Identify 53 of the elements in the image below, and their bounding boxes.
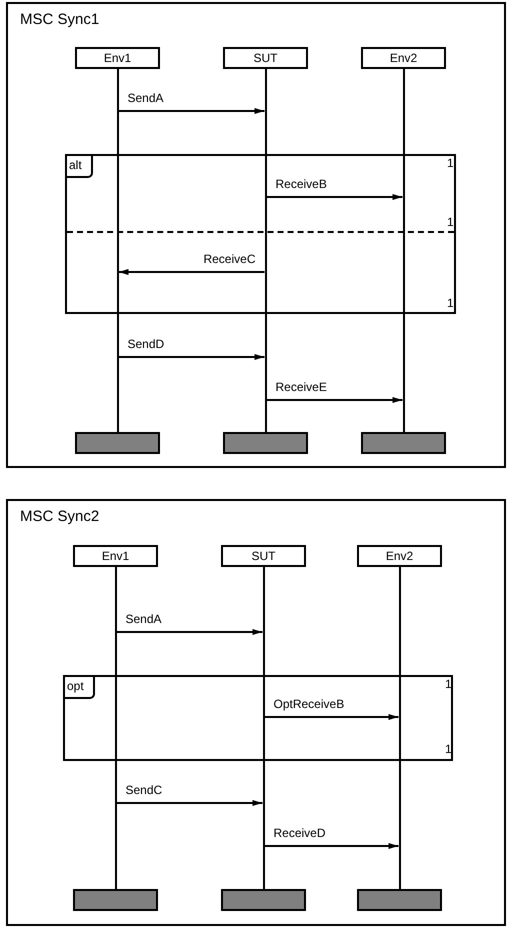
operator-tab: alt bbox=[67, 156, 93, 178]
instance-name: Env2 bbox=[384, 550, 414, 562]
message-label: SendA bbox=[126, 613, 162, 625]
lifeline bbox=[402, 69, 404, 432]
message-arrow bbox=[116, 800, 262, 806]
lifeline-end-bar bbox=[75, 432, 160, 454]
operand-number: 1 bbox=[447, 216, 454, 228]
operand-number: 1 bbox=[447, 157, 454, 169]
frame-title: MSC Sync1 bbox=[20, 12, 100, 27]
instance-head bbox=[361, 47, 446, 69]
message-label: ReceiveC bbox=[203, 253, 256, 265]
lifeline-end-bar bbox=[357, 889, 442, 911]
operand-number: 1 bbox=[445, 743, 452, 755]
message-label: SendD bbox=[128, 338, 164, 350]
msc-frame bbox=[6, 499, 506, 926]
lifeline-end-bar bbox=[73, 889, 158, 911]
instance-head bbox=[221, 545, 306, 567]
instance-name: Env1 bbox=[100, 550, 130, 562]
message-label: ReceiveD bbox=[274, 827, 326, 839]
instance-name: Env2 bbox=[388, 52, 418, 64]
message-arrow bbox=[118, 269, 264, 275]
message-arrow bbox=[266, 194, 402, 200]
message-label: SendC bbox=[126, 784, 162, 796]
instance-head bbox=[73, 545, 158, 567]
message-arrow bbox=[116, 629, 262, 635]
lifeline bbox=[114, 567, 116, 889]
lifeline-end-bar bbox=[221, 889, 306, 911]
lifeline-end-bar bbox=[223, 432, 308, 454]
instance-name: Env1 bbox=[102, 52, 132, 64]
operand-number: 1 bbox=[445, 678, 452, 690]
lifeline bbox=[116, 69, 118, 432]
message-label: OptReceiveB bbox=[274, 698, 344, 710]
message-arrow bbox=[266, 397, 402, 403]
instance-head bbox=[357, 545, 442, 567]
instance-head bbox=[75, 47, 160, 69]
message-arrow bbox=[264, 843, 398, 849]
msc-frame bbox=[6, 2, 506, 468]
message-label: SendA bbox=[128, 92, 164, 104]
instance-head bbox=[223, 47, 308, 69]
operand-number: 1 bbox=[447, 297, 454, 309]
message-arrow bbox=[118, 108, 264, 114]
message-arrow bbox=[264, 714, 398, 720]
lifeline-end-bar bbox=[361, 432, 446, 454]
frame-title: MSC Sync2 bbox=[20, 509, 100, 524]
instance-name: SUT bbox=[250, 550, 276, 562]
message-label: ReceiveB bbox=[276, 178, 327, 190]
message-arrow bbox=[118, 354, 264, 360]
lifeline bbox=[264, 69, 266, 432]
message-label: ReceiveE bbox=[276, 381, 327, 393]
instance-name: SUT bbox=[252, 52, 278, 64]
operator-tab: opt bbox=[65, 677, 95, 699]
lifeline bbox=[398, 567, 400, 889]
lifeline bbox=[262, 567, 264, 889]
